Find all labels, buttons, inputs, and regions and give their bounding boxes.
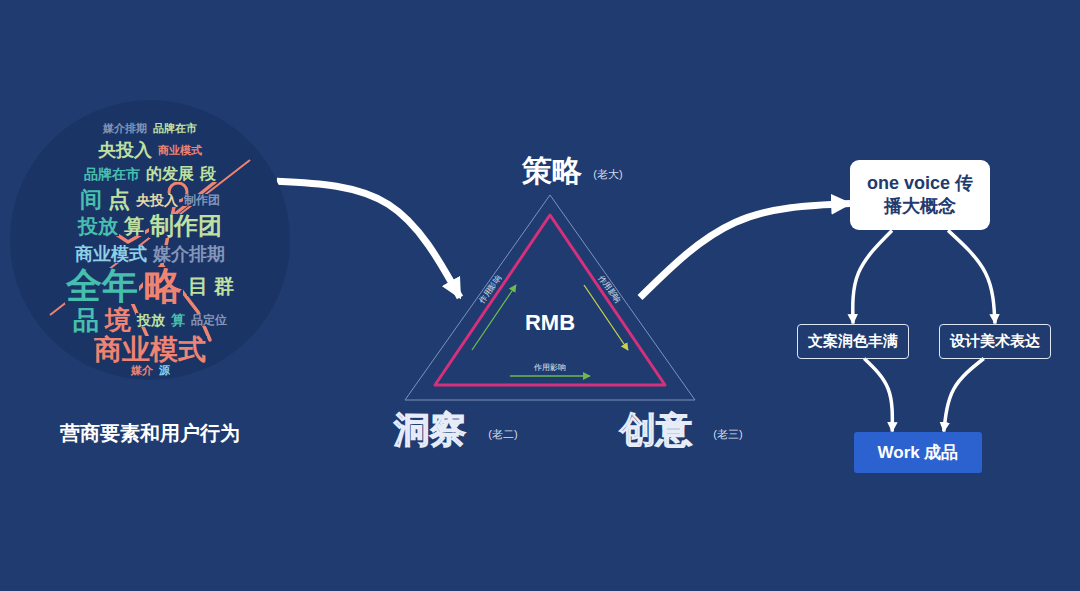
cloud-word: 算 [170, 313, 186, 327]
cloud-word: 商业模式 [93, 336, 207, 364]
figure-limb [110, 218, 170, 242]
corner-title: 策略 [522, 154, 582, 187]
design-text: 设计美术表达 [950, 332, 1040, 351]
copy-text: 文案润色丰满 [808, 332, 898, 351]
copy-box: 文案润色丰满 [797, 324, 909, 359]
cloud-word: 商业模式 [74, 245, 148, 263]
cloud-word: 境 [104, 307, 132, 333]
concept-box: one voice 传播大概念 [850, 160, 990, 231]
flow-arrow [944, 359, 984, 432]
strategy-triangle: RMB [400, 190, 700, 405]
figure-head [169, 183, 187, 201]
cloud-word: 品 [72, 307, 100, 333]
flow-arrow [277, 181, 460, 297]
cloud-word: 全年 [65, 268, 139, 304]
output-box: Work 成品 [854, 432, 983, 473]
rank-note: (老二) [488, 428, 517, 440]
cloud-word: 的发展 [145, 166, 195, 182]
cloud-word: 投放 [77, 216, 119, 236]
cloud-word: 算 [123, 216, 145, 236]
cloud-word: 制作团 [183, 194, 221, 206]
cloud-word: 段 [199, 166, 217, 182]
flow-arrow [640, 203, 850, 297]
cloud-word: 品牌在市 [152, 123, 198, 134]
cloud-word: 群 [213, 276, 235, 296]
cloud-word: 央投入 [97, 141, 153, 159]
figure-limb [130, 265, 162, 338]
cloud-word: 品定位 [190, 314, 228, 326]
javelin [50, 160, 250, 315]
corner-title: 洞察 [394, 410, 466, 450]
flow-arrow [948, 230, 995, 323]
figure-limb [170, 182, 215, 218]
cloud-word: 媒介 [130, 365, 154, 376]
cloud-caption: 营商要素和用户行为 [0, 420, 310, 447]
triangle-outline [400, 190, 700, 405]
design-box: 设计美术表达 [939, 324, 1051, 359]
figure-limb [162, 265, 210, 340]
cloud-word: 媒介排期 [152, 245, 226, 263]
cloud-word: 商业模式 [157, 145, 203, 156]
concept-text: one voice 传播大概念 [860, 172, 980, 219]
cloud-word: 略 [143, 267, 183, 305]
rank-note: (老三) [713, 428, 742, 440]
cloud-word: 目 [187, 276, 209, 296]
cloud-word: 点 [107, 189, 131, 211]
outer-triangle [405, 195, 695, 400]
influence-arrow [472, 285, 516, 350]
influence-arrow [584, 285, 628, 350]
cloud-word: 品牌在市 [83, 167, 141, 181]
influence-label: 作用影响 [478, 274, 505, 307]
cloud-word: 央投入 [135, 193, 179, 207]
cloud-word: 制作团 [149, 214, 223, 238]
output-text: Work 成品 [878, 441, 959, 464]
inner-triangle [435, 215, 665, 385]
corner-title: 创意 [620, 410, 692, 450]
influence-arrow [510, 375, 590, 376]
flow-arrow [853, 230, 892, 323]
influence-label: 作用影响 [533, 364, 567, 373]
flow-arrow [864, 359, 892, 432]
word-cloud-circle: 营商要素和用户行为媒介排期品牌在市央投入商业模式品牌在市的发展段间点央投入制作团… [10, 100, 290, 380]
javelin-figure [10, 100, 290, 380]
cloud-word: 投放 [136, 313, 166, 327]
cloud-word: 间 [79, 189, 103, 211]
cloud-word: 媒介排期 [102, 123, 148, 134]
figure-limb [162, 202, 175, 265]
triangle-core: RMB [522, 310, 578, 336]
cloud-word: 源 [158, 365, 171, 376]
rank-note: (老大) [593, 168, 622, 180]
influence-label: 作用影响 [596, 274, 623, 307]
